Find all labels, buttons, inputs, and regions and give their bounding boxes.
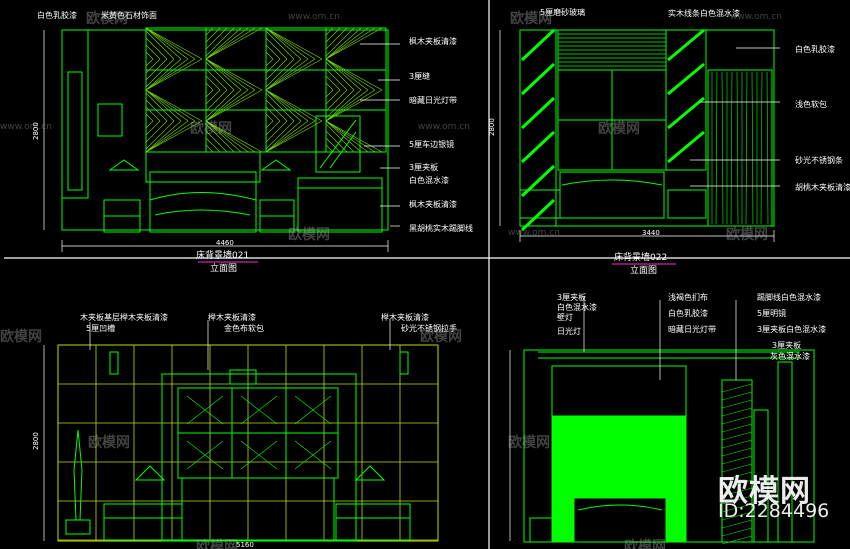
- watermark-11: 欧模网: [196, 539, 238, 549]
- brand-logo-text: 欧模网: [718, 474, 811, 509]
- label-maple-plywood-varnish: 枫木夹板清漆: [409, 37, 457, 46]
- height-dimension-2: 2800: [488, 118, 496, 136]
- drawing-title: 床背景墙021: [196, 251, 250, 261]
- label-beech-plywood-varnish: 榉木夹板清漆: [208, 313, 256, 322]
- watermark-1: 欧模网: [86, 11, 128, 27]
- label-white-latex-paint-4: 白色乳胶漆: [668, 309, 708, 318]
- height-dimension-3: 2800: [32, 432, 40, 450]
- elevation-3: [57, 344, 439, 542]
- label-beech-plywood-base: 木夹板基层榉木夹板清漆: [80, 313, 168, 322]
- label-3mm-plywood-4: 3厘夹板: [557, 293, 587, 302]
- watermark-9: 欧模网: [88, 435, 130, 451]
- label-plywood-white-paint: 3厘夹板白色混水漆: [757, 325, 827, 334]
- label-fluorescent-lamp: 日光灯: [557, 327, 581, 336]
- label-frosted-glass: 5厘磨砂玻璃: [540, 8, 586, 17]
- watermark-url-4: www.om.cn: [418, 122, 470, 132]
- watermark-6: 欧模网: [726, 227, 768, 243]
- label-beige-stone-finish: 米黄色石材饰面: [101, 11, 157, 20]
- elevation-021: [61, 27, 389, 233]
- watermark-url-3: www.om.cn: [0, 122, 52, 132]
- width-dimension-3: 5160: [236, 541, 254, 549]
- label-white-mixed-paint-4: 白色混水漆: [557, 303, 597, 312]
- label-3mm-plywood-4b: 3厘夹板: [772, 341, 802, 350]
- watermark-12: 欧模网: [624, 539, 666, 549]
- label-light-soft-pack: 浅色软包: [795, 100, 827, 109]
- watermark-url-5: www.om.cn: [508, 228, 560, 238]
- watermark-5: 欧模网: [288, 227, 330, 243]
- drawing-title-2: 床背景墙022: [614, 253, 668, 263]
- label-gold-cloth-soft-pack: 金色布软包: [224, 324, 264, 333]
- drawing-subtitle: 立面图: [210, 264, 238, 274]
- label-white-latex-paint-2: 白色乳胶漆: [795, 45, 835, 54]
- label-skirting-white-paint: 踢脚线白色混水漆: [757, 293, 821, 302]
- label-light-brown-cloth: 浅褐色扪布: [668, 293, 708, 302]
- label-beech-plywood-varnish-2: 榉木夹板清漆: [381, 313, 429, 322]
- width-dimension: 4460: [216, 239, 234, 247]
- watermark-3: 欧模网: [190, 121, 232, 137]
- label-white-mixed-paint: 白色混水漆: [409, 176, 449, 185]
- label-hidden-fluorescent-strip: 暗藏日光灯带: [409, 96, 457, 105]
- watermark-4: 欧模网: [598, 121, 640, 137]
- brand-id: ID:2284496: [718, 500, 830, 522]
- label-walnut-plywood-varnish: 胡桃木夹板清漆: [795, 183, 850, 192]
- label-3mm-plywood: 3厘夹板: [409, 163, 439, 172]
- watermark-10: 欧模网: [508, 435, 550, 451]
- label-5mm-groove: 5厘凹槽: [86, 324, 116, 333]
- watermark-url-2: www.om.cn: [730, 12, 782, 22]
- label-5mm-clear-mirror: 5厘明镜: [757, 309, 787, 318]
- watermark-2: 欧模网: [510, 11, 552, 27]
- elevation-022: [519, 28, 775, 232]
- label-wood-molding-white: 实木线条白色混水漆: [668, 9, 740, 18]
- label-brushed-steel-strip: 砂光不锈钢条: [795, 156, 843, 165]
- watermark-8: 欧模网: [420, 329, 462, 345]
- label-hidden-fluorescent-strip-4: 暗藏日光灯带: [668, 325, 716, 334]
- width-dimension-2: 3440: [642, 229, 660, 237]
- label-grey-mixed-paint: 灰色混水漆: [770, 352, 810, 361]
- label-walnut-skirting: 黑胡桃实木踢脚线: [409, 224, 473, 233]
- label-maple-plywood-varnish-2: 枫木夹板清漆: [409, 200, 457, 209]
- label-beveled-silver-mirror: 5厘车边银镜: [409, 140, 455, 149]
- watermark-7: 欧模网: [0, 329, 42, 345]
- label-wall-lamp: 壁灯: [557, 313, 573, 322]
- watermark-url-1: www.om.cn: [288, 12, 340, 22]
- elevation-4: [523, 349, 815, 545]
- label-3mm-gap: 3厘缝: [409, 72, 431, 81]
- label-brushed-steel-handle: 砂光不锈钢拉手: [401, 324, 457, 333]
- label-white-latex-paint: 白色乳胶漆: [37, 11, 77, 20]
- drawing-subtitle-2: 立面图: [630, 266, 658, 276]
- leaders: [43, 30, 780, 541]
